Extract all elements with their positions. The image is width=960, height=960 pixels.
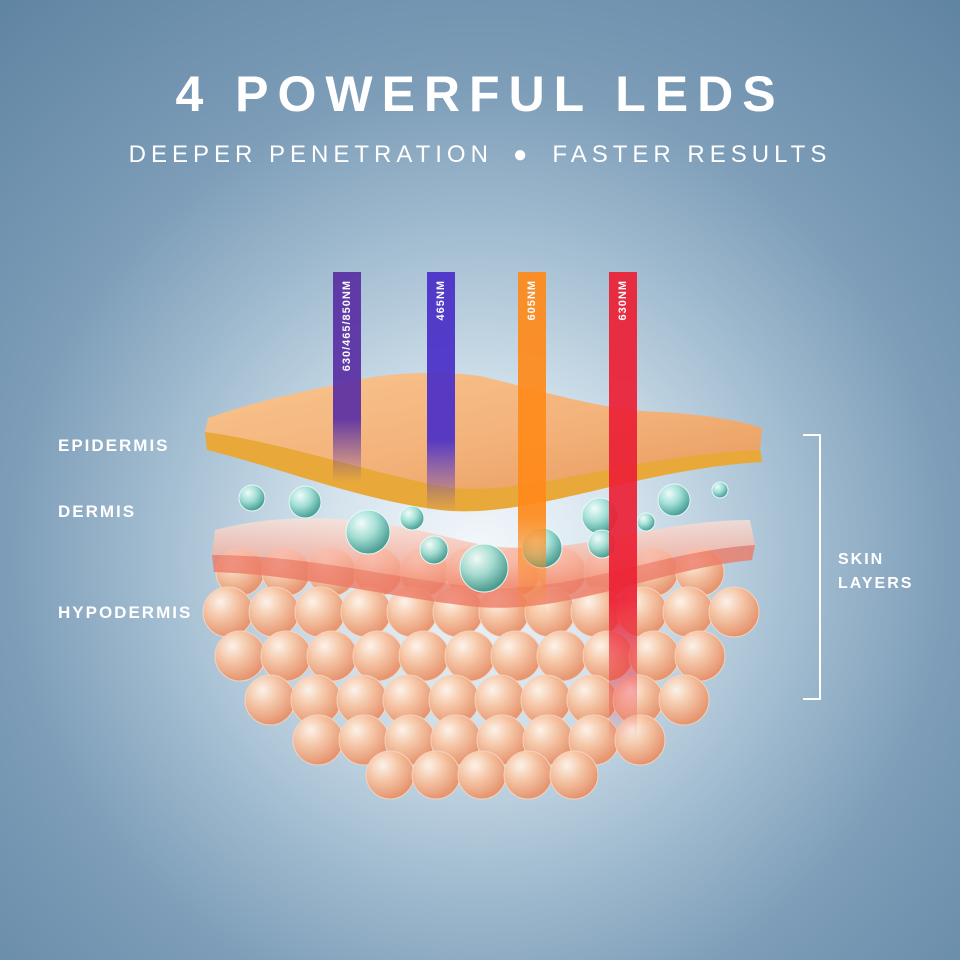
fat-cell <box>202 586 254 638</box>
bubble <box>459 543 509 593</box>
skin-layers-label: SKIN LAYERS <box>838 548 913 596</box>
fat-cell <box>662 586 714 638</box>
bubble <box>657 483 691 517</box>
fat-cell <box>306 630 358 682</box>
led-beam-3-label: 605NM <box>526 280 538 321</box>
fat-cell <box>708 586 760 638</box>
bubble <box>399 505 425 531</box>
fat-cell <box>244 674 296 726</box>
led-beam-1-label: 630/465/850NM <box>341 280 353 372</box>
fat-cell <box>214 630 266 682</box>
led-beam-1: 630/465/850NM <box>333 272 361 482</box>
label-dermis: DERMIS <box>58 502 137 521</box>
fat-cell <box>444 630 496 682</box>
fat-cell <box>248 586 300 638</box>
bubble <box>288 485 322 519</box>
label-hypodermis: HYPODERMIS <box>58 603 193 622</box>
fat-cell <box>411 750 461 800</box>
subtitle-left: DEEPER PENETRATION <box>128 141 493 168</box>
bubble <box>419 535 449 565</box>
bubble <box>345 509 391 555</box>
label-epidermis: EPIDERMIS <box>58 436 170 455</box>
led-beam-3: 605NM <box>518 272 546 620</box>
fat-cell <box>365 750 415 800</box>
bubble <box>238 484 266 512</box>
fat-cell <box>536 630 588 682</box>
fat-cell <box>457 750 507 800</box>
led-beam-2-label: 465NM <box>435 280 447 321</box>
led-beam-4: 630NM <box>609 272 637 742</box>
fat-cell <box>674 630 726 682</box>
fat-cell <box>292 714 344 766</box>
skin-layers-bracket <box>803 434 821 700</box>
fat-cell <box>352 630 404 682</box>
led-beam-4-label: 630NM <box>617 280 629 321</box>
dermis-edge <box>212 545 755 608</box>
fat-cell <box>503 750 553 800</box>
fat-cell <box>549 750 599 800</box>
fat-cell <box>658 674 710 726</box>
epidermis-gold-edge <box>205 432 762 512</box>
page-title: 4 POWERFUL LEDS <box>175 66 785 122</box>
bubble <box>636 512 656 532</box>
fat-cell <box>294 586 346 638</box>
fat-cell <box>398 630 450 682</box>
fat-cell <box>260 630 312 682</box>
bubble <box>711 481 729 499</box>
fat-cell <box>340 586 392 638</box>
separator-dot: ● <box>512 141 533 168</box>
led-beam-2: 465NM <box>427 272 455 512</box>
subtitle: DEEPER PENETRATION ● FASTER RESULTS <box>0 140 960 170</box>
fat-cell <box>490 630 542 682</box>
subtitle-right: FASTER RESULTS <box>552 141 832 168</box>
skin-layers-label-line1: SKIN <box>838 551 885 568</box>
skin-layers-label-line2: LAYERS <box>838 575 914 592</box>
